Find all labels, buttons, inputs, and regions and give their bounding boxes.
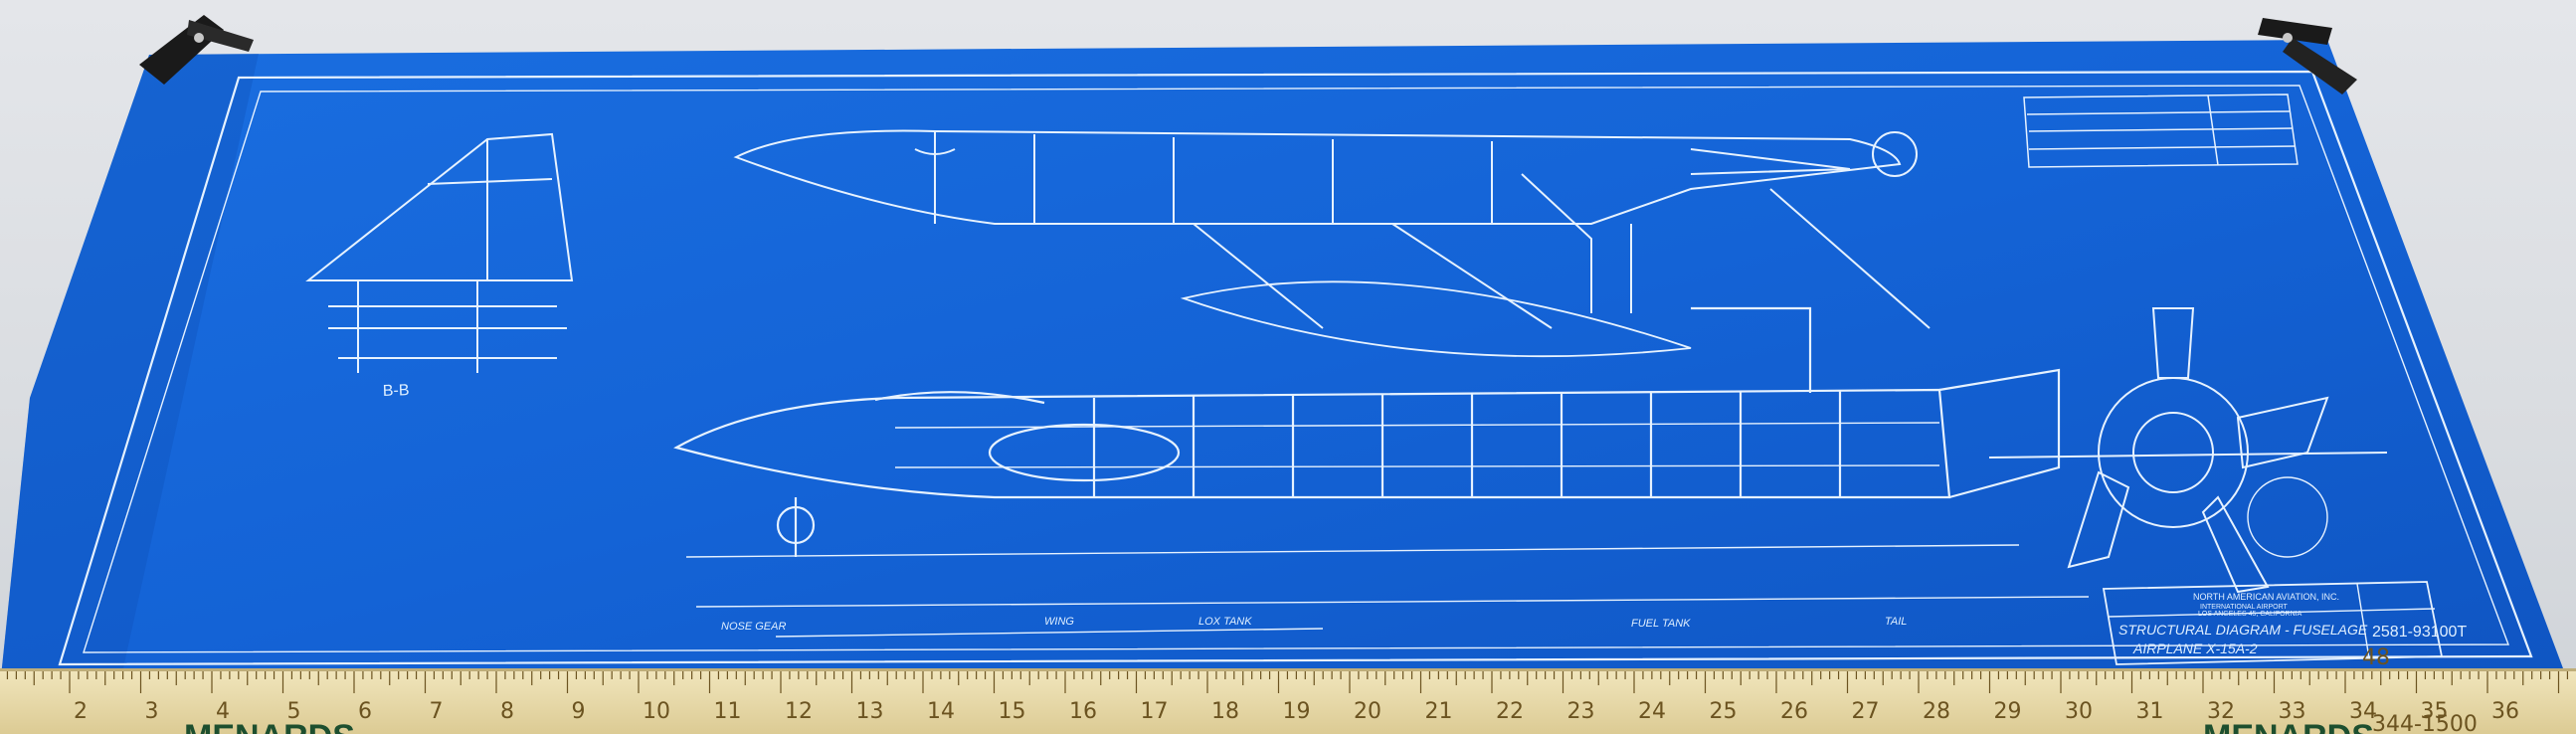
ruler-number: 2	[74, 699, 88, 724]
ruler-number: 24	[1638, 699, 1666, 724]
bottom-callouts: NOSE GEAR FUEL TANK LOX TANK TAIL WING	[721, 616, 1907, 633]
callout-wing: WING	[1044, 616, 1074, 628]
revision-table	[2023, 93, 2299, 168]
rear-view	[1988, 307, 2388, 594]
ruler-number: 20	[1354, 699, 1381, 724]
ruler-number: 30	[2065, 699, 2093, 724]
callout-nose-gear: NOSE GEAR	[721, 621, 786, 633]
callout-fuel-tank: FUEL TANK	[1631, 618, 1691, 630]
ruler-number: 31	[2136, 699, 2164, 724]
title-block: NORTH AMERICAN AVIATION, INC. INTERNATIO…	[2102, 581, 2467, 665]
title-drawing-number: 2581-93100T	[2372, 624, 2467, 641]
main-fuselage-view	[673, 280, 2090, 638]
ruler-ticks	[6, 671, 2569, 693]
ruler-number: 6	[358, 699, 372, 724]
ruler-number: 8	[500, 699, 514, 724]
ruler-brand-right: MENARDS	[2203, 718, 2374, 734]
ruler-number: 5	[287, 699, 301, 724]
title-drawing-2: AIRPLANE X-15A-2	[2132, 641, 2258, 656]
ruler-number: 28	[1923, 699, 1950, 724]
drawing-border	[58, 70, 2533, 666]
wing-plan-view	[305, 132, 574, 373]
ruler-number: 29	[1994, 699, 2022, 724]
ruler-number: 16	[1069, 699, 1097, 724]
ruler-number: 14	[927, 699, 955, 724]
ruler-number: 36	[2491, 699, 2519, 724]
ruler-number: 18	[1211, 699, 1239, 724]
ruler-number: 7	[430, 699, 444, 724]
callout-tail: TAIL	[1885, 616, 1907, 628]
ruler-number: 33	[2279, 699, 2306, 724]
title-location: LOS ANGELES 45, CALIFORNIA	[2198, 611, 2302, 618]
ruler-number: 17	[1141, 699, 1169, 724]
section-label: B-B	[383, 382, 410, 400]
ruler-number: 23	[1567, 699, 1595, 724]
ruler-number: 11	[714, 699, 742, 724]
right-binder-clip	[2258, 18, 2357, 94]
sheet-edge-wear	[0, 54, 259, 686]
ruler-number: 15	[999, 699, 1026, 724]
callout-lox-tank: LOX TANK	[1198, 616, 1252, 628]
ruler-brand-left: MENARDS	[184, 718, 355, 734]
left-binder-clip	[139, 15, 254, 85]
ruler-part-code: 344-1500	[2372, 712, 2478, 734]
ruler-number: 27	[1852, 699, 1880, 724]
ruler-number: 21	[1425, 699, 1453, 724]
ruler-number: 32	[2207, 699, 2235, 724]
ruler-number: 19	[1283, 699, 1311, 724]
ruler-number: 9	[572, 699, 586, 724]
ruler-number: 10	[643, 699, 670, 724]
ruler-corner-mark: 48	[2362, 645, 2390, 670]
ruler-number: 4	[216, 699, 230, 724]
ruler-number: 25	[1710, 699, 1738, 724]
ruler-number: 34	[2349, 699, 2377, 724]
blueprint-sheet	[0, 40, 2566, 686]
title-drawing-1: STRUCTURAL DIAGRAM - FUSELAGE	[2118, 622, 2368, 638]
ruler-number: 35	[2421, 699, 2449, 724]
ruler-number: 3	[145, 699, 159, 724]
ruler-number: 13	[856, 699, 884, 724]
ruler-number: 26	[1780, 699, 1808, 724]
ruler-number: 12	[785, 699, 813, 724]
title-company: NORTH AMERICAN AVIATION, INC.	[2193, 592, 2339, 602]
top-profile-view	[733, 129, 1931, 329]
title-company-sub: INTERNATIONAL AIRPORT	[2200, 604, 2288, 611]
ruler-number: 22	[1496, 699, 1524, 724]
